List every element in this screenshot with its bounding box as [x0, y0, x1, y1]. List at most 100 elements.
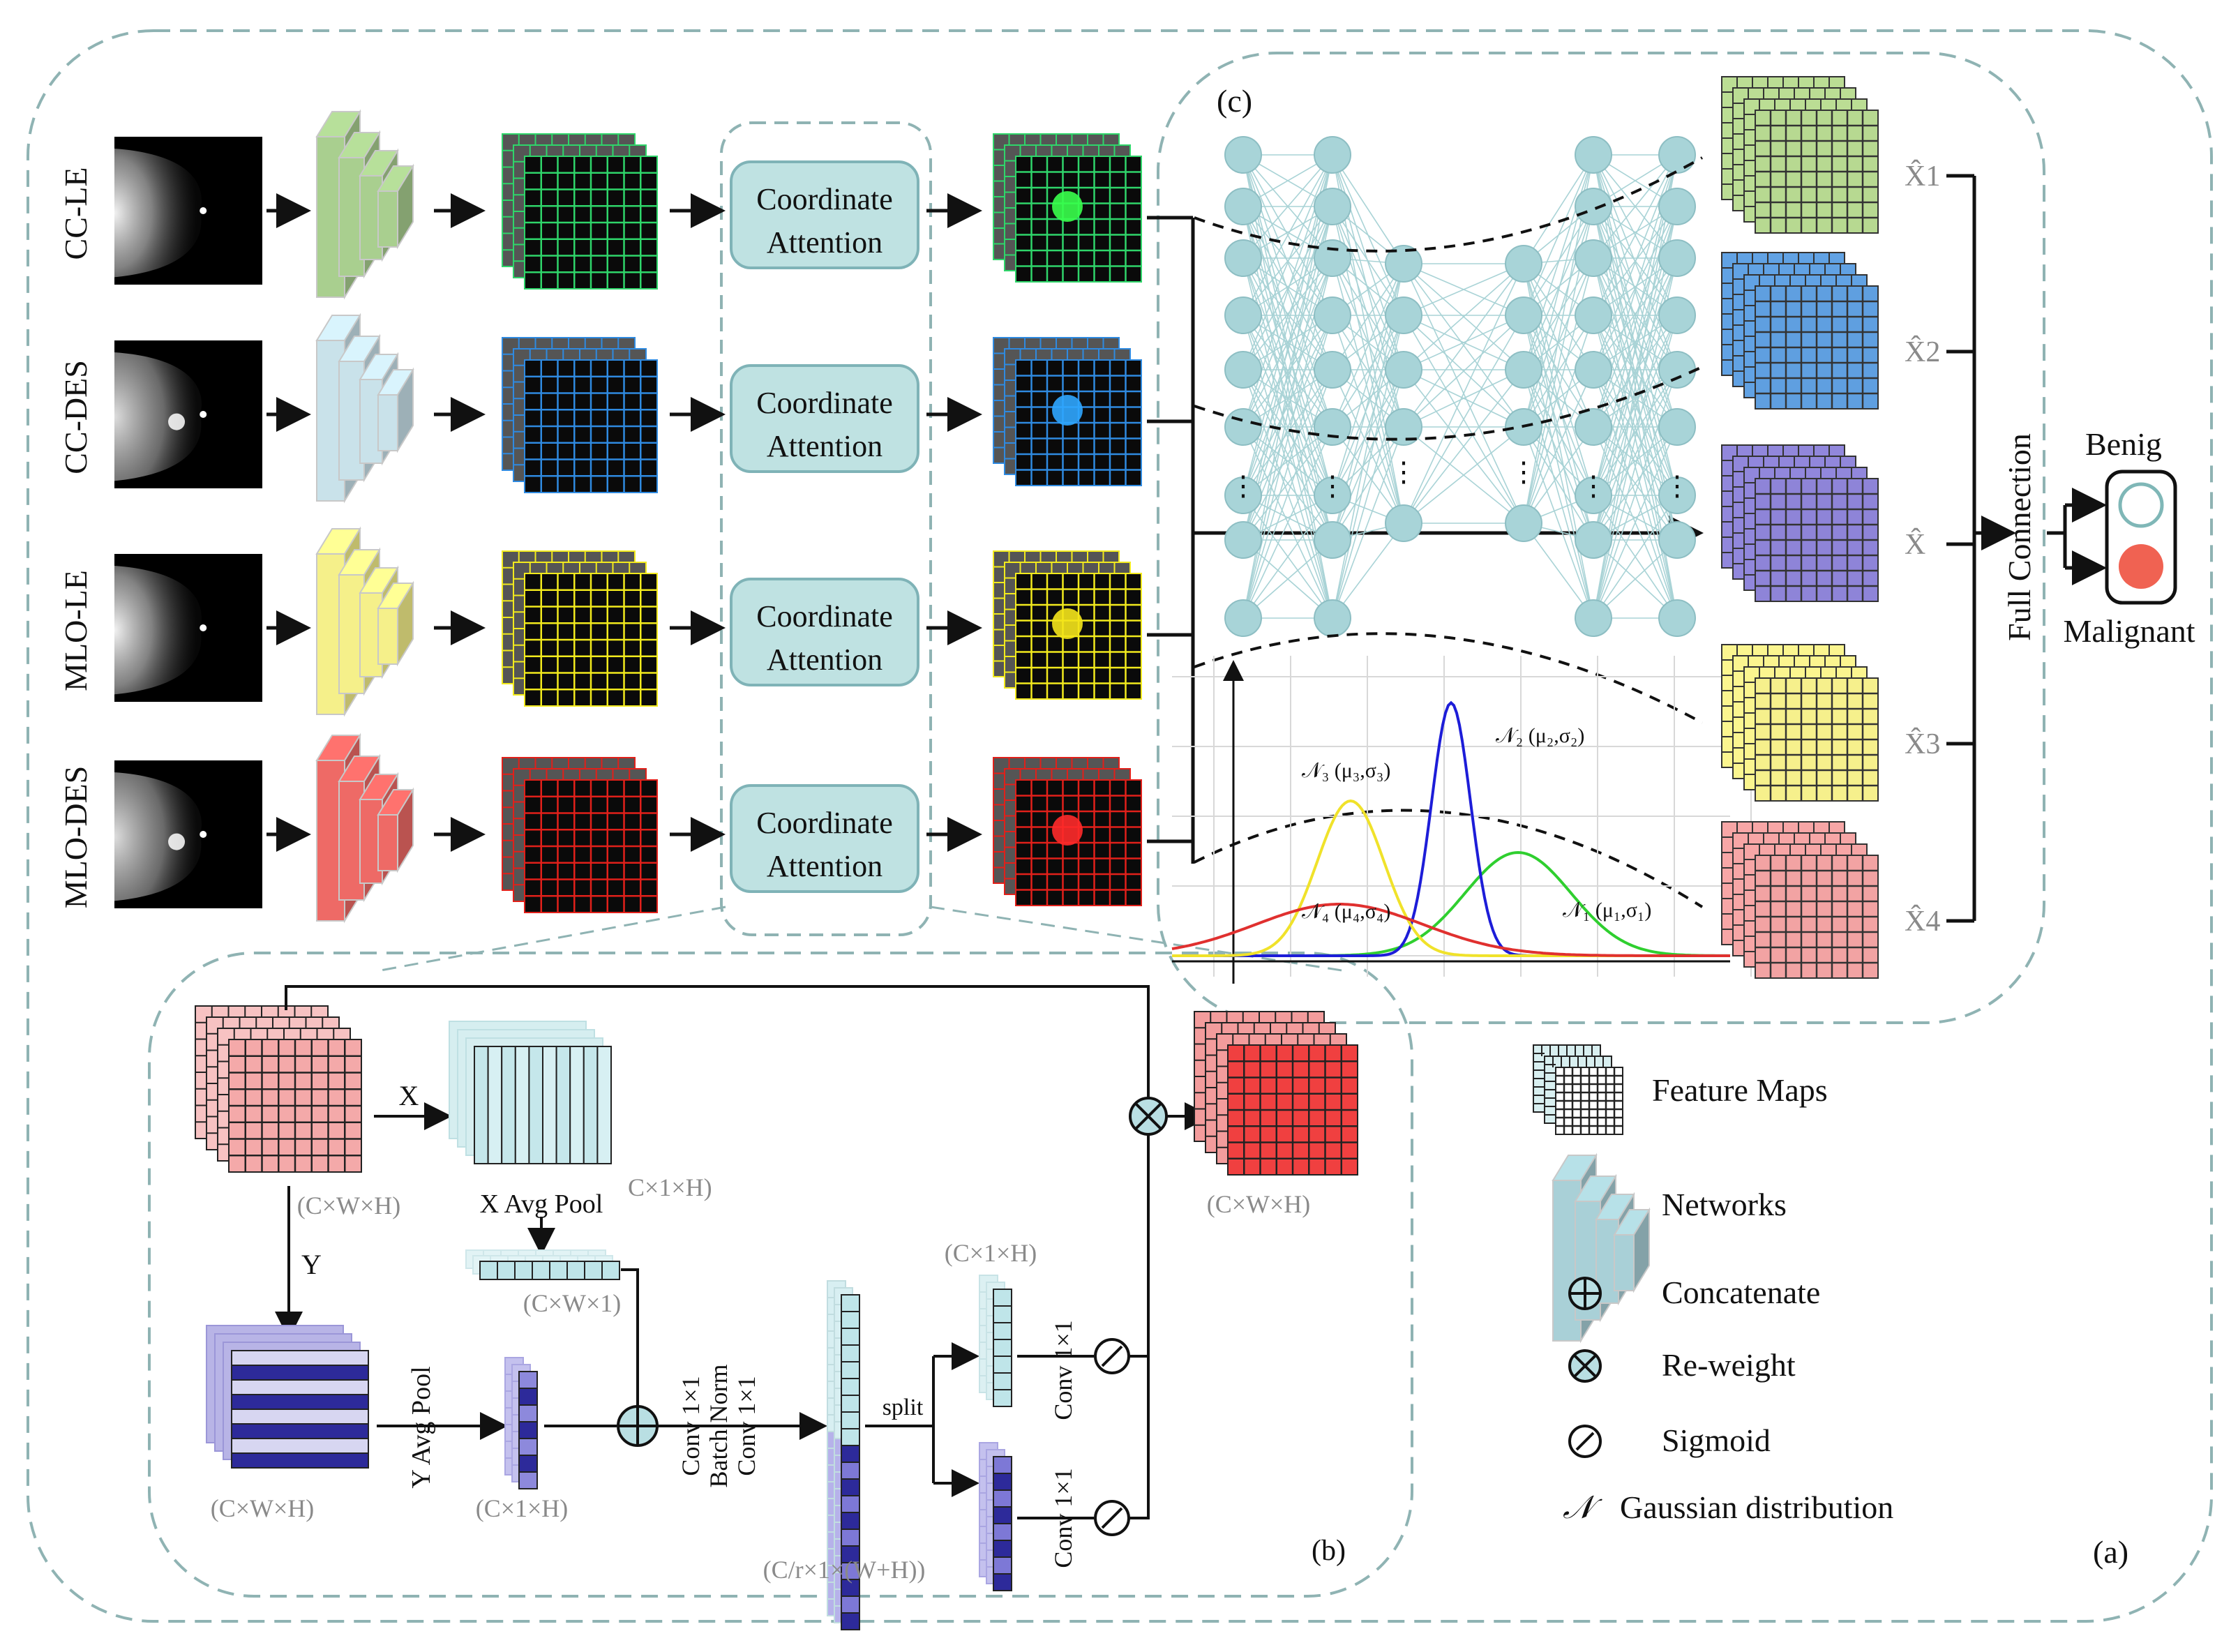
legend-label: Sigmoid: [1662, 1422, 1771, 1458]
y-avg-pool-label: Y Avg Pool: [407, 1366, 436, 1488]
legend-item: Re-weight: [1568, 1347, 1796, 1383]
output-feature-map: [1721, 644, 1879, 802]
h-vector-dim: (C×1×H): [945, 1239, 1037, 1267]
y-pooled-map: [206, 1325, 369, 1469]
attention-hotspot: [1052, 815, 1083, 846]
panel-label-c: (c): [1217, 83, 1252, 119]
legend-label: Networks: [1662, 1187, 1787, 1222]
output-feature-map: [1721, 821, 1879, 979]
panel-label-b: (b): [1312, 1535, 1346, 1567]
output-dim-label: (C×W×H): [1207, 1190, 1311, 1218]
legend-item: Feature Maps: [1533, 1044, 1828, 1135]
modality-label: CC-LE: [58, 167, 93, 260]
neuron-node: [1224, 521, 1262, 559]
output-feature-map: [1194, 1011, 1358, 1176]
output-label: X̂3: [1905, 727, 1940, 760]
neuron-node: [1385, 245, 1422, 283]
neuron-node: [1314, 296, 1351, 334]
neuron-node: [1224, 351, 1262, 389]
conv-stage-label: Conv 1×1: [677, 1376, 705, 1475]
ellipsis-dots: ⋮: [1579, 470, 1607, 502]
modality-label: MLO-DES: [58, 766, 93, 908]
attention-label-line1: Coordinate: [756, 806, 893, 840]
neuron-node: [1575, 239, 1612, 277]
neuron-node: [1224, 408, 1262, 446]
ellipsis-dots: ⋮: [1663, 470, 1691, 502]
x-to-concat-line: [621, 1268, 639, 1409]
neuron-node: [1224, 136, 1262, 174]
neuron-node: [1575, 296, 1612, 334]
legend-label: Re-weight: [1662, 1347, 1796, 1383]
x-pooled-vector: [465, 1249, 620, 1280]
zoom-line-right: [930, 906, 1347, 973]
attention-label-line2: Attention: [767, 849, 883, 883]
mammogram-image: [114, 137, 262, 285]
neuron-node: [1314, 351, 1351, 389]
conv-stage-label: Batch Norm: [705, 1365, 733, 1488]
sigmoid-bottom-out: [1129, 1134, 1150, 1519]
ellipsis-dots: ⋮: [1319, 470, 1346, 502]
backbone-network: [315, 109, 414, 300]
x-pooled-map: [449, 1021, 613, 1164]
output-feature-map: [1721, 76, 1879, 234]
ellipsis-dots: ⋮: [1229, 470, 1257, 502]
neuron-node: [1314, 521, 1351, 559]
output-label: X̂2: [1905, 335, 1940, 368]
sigmoid-op: [1094, 1500, 1130, 1536]
y-label: Y: [301, 1249, 322, 1280]
neuron-node: [1658, 188, 1696, 225]
dashed-curve: [1194, 809, 1704, 908]
output-label: X̂: [1905, 527, 1925, 561]
neuron-node: [1658, 521, 1696, 559]
neuron-node: [1314, 476, 1351, 514]
mammogram-image: [114, 760, 262, 908]
neuron-node: [1658, 239, 1696, 277]
output-label: X̂4: [1905, 904, 1940, 938]
intermediate-dim: (C/r×1×(W+H)): [763, 1556, 926, 1584]
neuron-node: [1314, 136, 1351, 174]
neuron-node: [1658, 136, 1696, 174]
legend-label: Gaussian distribution: [1620, 1489, 1893, 1525]
neuron-node: [1385, 296, 1422, 334]
neuron-node: [1314, 188, 1351, 225]
gaussian-curve: [1172, 799, 1730, 957]
output-feature-map: [1721, 444, 1879, 602]
backbone-network: [315, 526, 414, 717]
attention-hotspot: [1052, 395, 1083, 426]
gaussian-label: 𝒩₂ (μ₂,σ₂): [1496, 724, 1584, 747]
legend-item: Networks: [1552, 1152, 1787, 1344]
x-avg-pool-label: X Avg Pool: [480, 1189, 603, 1219]
x-vector-dim: (C×W×1): [523, 1289, 622, 1317]
neuron-node: [1224, 239, 1262, 277]
neuron-node: [1505, 351, 1542, 389]
attention-label-line1: Coordinate: [756, 599, 893, 633]
panel-c-frame: [1157, 52, 2045, 1024]
neuron-node: [1314, 599, 1351, 637]
neuron-node: [1224, 188, 1262, 225]
neuron-node: [1575, 476, 1612, 514]
panel-label-a: (a): [2093, 1534, 2128, 1570]
attended-feature-stack: [993, 337, 1142, 486]
y-pooled-vector: [504, 1357, 538, 1489]
mammogram-image: [114, 340, 262, 488]
sigmoid-op: [1094, 1338, 1130, 1374]
neuron-node: [1658, 408, 1696, 446]
full-connection-label: Full Connection: [2002, 433, 2037, 641]
attention-label-line1: Coordinate: [756, 386, 893, 420]
neuron-node: [1658, 599, 1696, 637]
feature-map-stack: [502, 550, 658, 707]
neuron-node: [1385, 351, 1422, 389]
y-map-dim: (C×W×H): [211, 1494, 315, 1522]
ellipsis-dots: ⋮: [1390, 456, 1418, 488]
feature-map-stack: [502, 757, 658, 913]
neuron-node: [1575, 521, 1612, 559]
